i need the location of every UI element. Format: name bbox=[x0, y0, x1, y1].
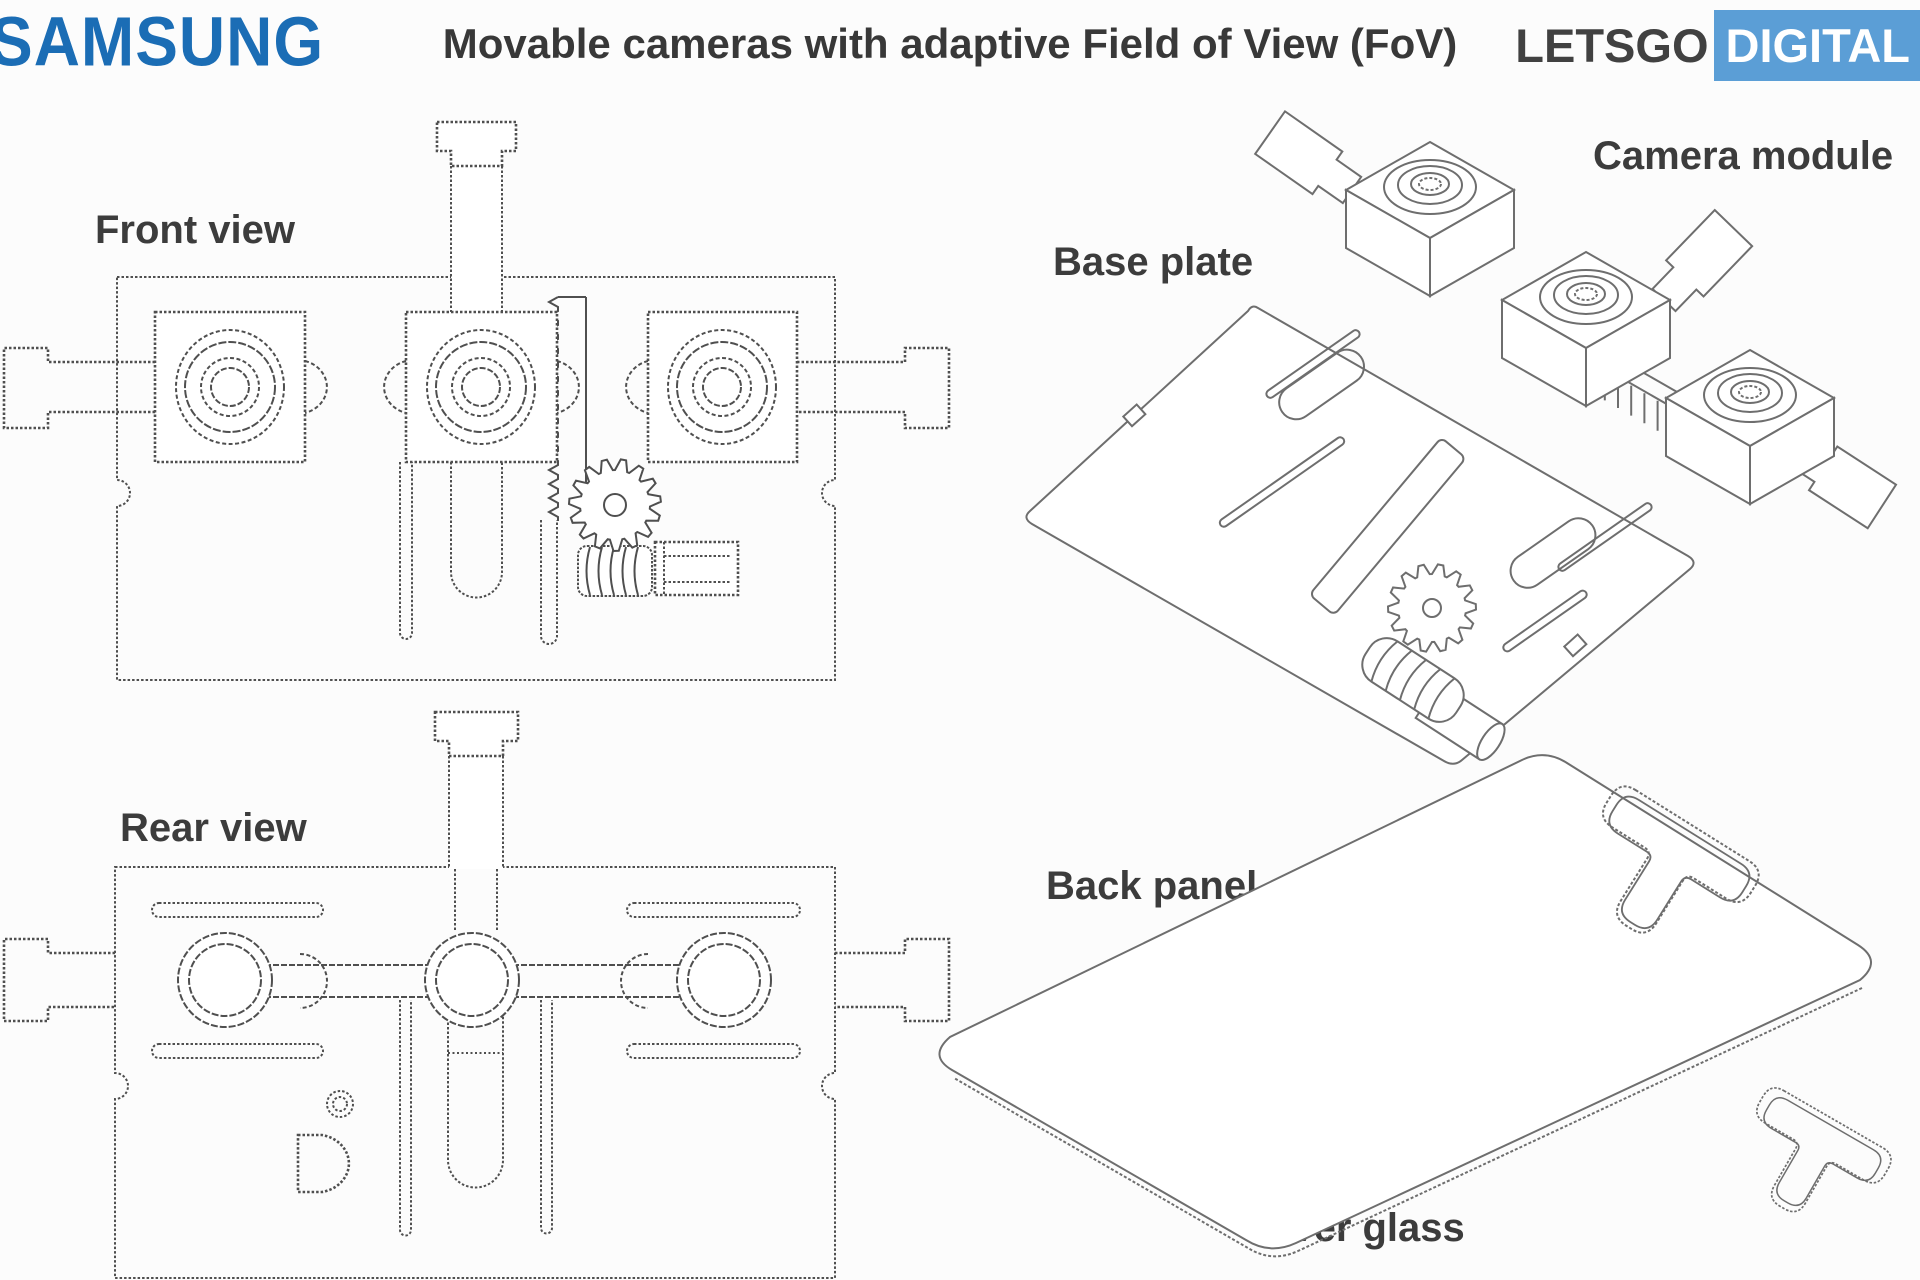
slider-t-head bbox=[435, 120, 518, 168]
rear-view-label: Rear view bbox=[120, 806, 307, 850]
front-camera-module-1 bbox=[153, 310, 307, 464]
motor-icon bbox=[653, 540, 740, 597]
page-title: Movable cameras with adaptive Field of V… bbox=[442, 20, 1458, 67]
left-screw-plug bbox=[2, 346, 155, 430]
base-gear-icon bbox=[1386, 563, 1478, 653]
right-screw-plug bbox=[797, 346, 951, 430]
rear-lens-ring-2 bbox=[424, 932, 520, 1028]
back-panel-label: Back panel bbox=[1046, 864, 1258, 908]
front-plate-outline bbox=[116, 276, 836, 681]
letsgo-digital-logo: LETSGO DIGITAL bbox=[1515, 10, 1920, 81]
rear-plate-outline bbox=[114, 866, 836, 1279]
samsung-logo: SAMSUNG bbox=[0, 3, 325, 81]
camera-module-label: Camera module bbox=[1593, 134, 1894, 178]
site-logo-letsgo: LETSGO bbox=[1515, 19, 1709, 72]
camera-modules-drawing bbox=[1254, 110, 1898, 530]
gear-icon bbox=[567, 458, 662, 553]
front-view-label: Front view bbox=[95, 208, 296, 252]
rear-lens-ring-3 bbox=[676, 932, 772, 1028]
rear-slider-t-head bbox=[433, 710, 520, 758]
base-worm-gear-icon bbox=[1361, 637, 1465, 723]
base-plate-label: Base plate bbox=[1053, 240, 1254, 284]
worm-gear-icon bbox=[577, 545, 653, 597]
rear-left-screw-plug bbox=[2, 937, 115, 1023]
site-logo-digital-badge: DIGITAL bbox=[1713, 10, 1920, 81]
base-plate-drawing bbox=[1025, 305, 1695, 765]
front-camera-module-3 bbox=[646, 310, 799, 464]
back-panel-drawing bbox=[938, 754, 1872, 1258]
iso-camera-module-3 bbox=[1665, 349, 1835, 505]
front-camera-module-2 bbox=[404, 310, 559, 464]
front-view-drawing bbox=[2, 120, 951, 681]
rear-d-pad bbox=[296, 1133, 351, 1194]
rear-right-screw-plug bbox=[835, 937, 951, 1023]
rear-view-drawing bbox=[2, 710, 951, 1279]
iso-camera-module-1 bbox=[1345, 141, 1515, 297]
cover-glass-drawing bbox=[1718, 1082, 1897, 1245]
iso-camera-module-2 bbox=[1501, 251, 1671, 407]
rear-lens-ring-1 bbox=[177, 932, 273, 1028]
back-panel-outline bbox=[938, 754, 1872, 1250]
